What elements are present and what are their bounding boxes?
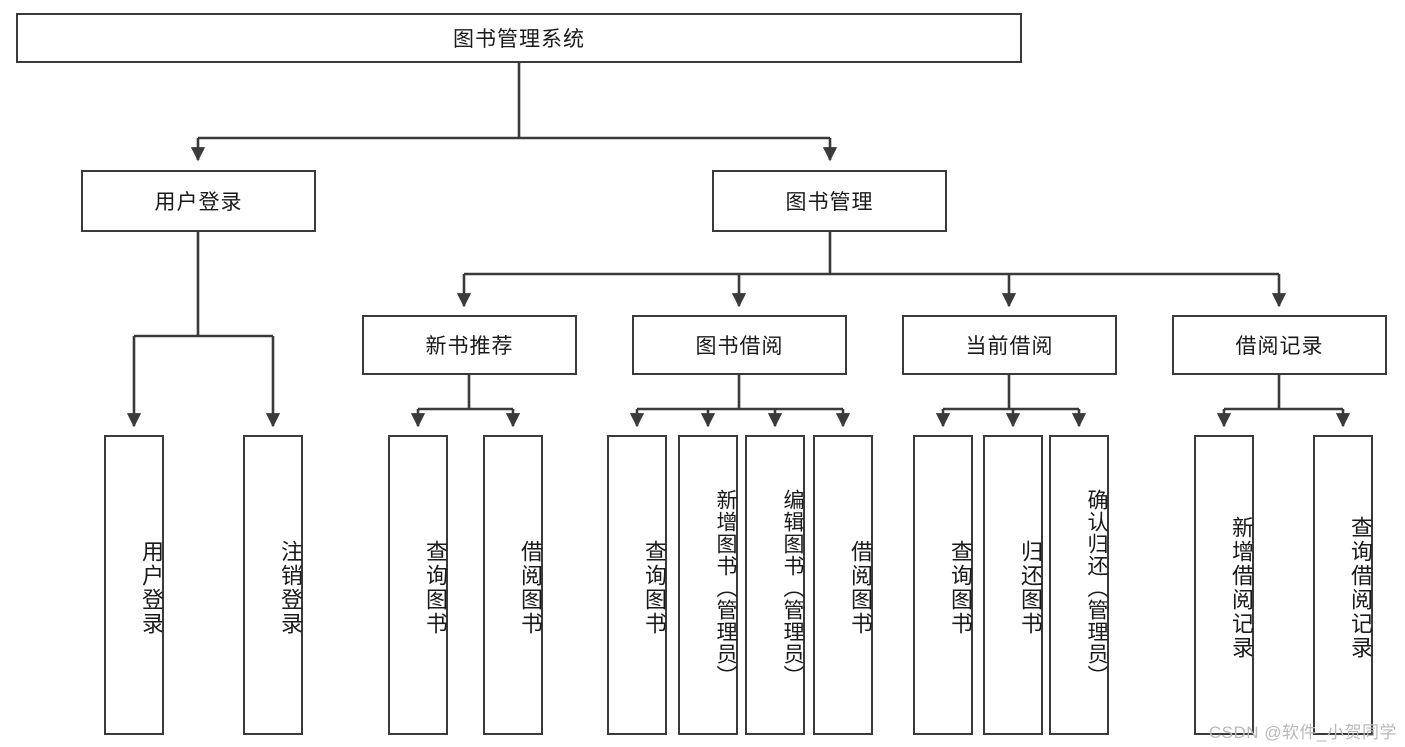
- node-leaf-confirm-return[interactable]: 确认归还（管理员）: [1049, 435, 1109, 735]
- node-leaf-add-record[interactable]: 新增借阅记录: [1194, 435, 1254, 735]
- node-leaf-edit-book[interactable]: 编辑图书（管理员）: [745, 435, 805, 735]
- node-leaf-add-book-label: 新增图书（管理员）: [714, 489, 737, 687]
- node-leaf-add-book[interactable]: 新增图书（管理员）: [678, 435, 738, 735]
- node-borrow-record-label: 借阅记录: [1235, 335, 1324, 358]
- node-leaf-user-login-label: 用户登录: [139, 540, 164, 636]
- node-leaf-query-book-3-label: 查询图书: [948, 540, 973, 636]
- node-leaf-query-record[interactable]: 查询借阅记录: [1313, 435, 1373, 735]
- node-leaf-query-book-3[interactable]: 查询图书: [913, 435, 973, 735]
- node-user-login[interactable]: 用户登录: [81, 170, 316, 232]
- node-leaf-query-book-1-label: 查询图书: [423, 540, 448, 636]
- node-root-label: 图书管理系统: [453, 28, 585, 51]
- node-new-book-rec-label: 新书推荐: [425, 335, 514, 358]
- node-leaf-query-book-1[interactable]: 查询图书: [388, 435, 448, 735]
- node-leaf-borrow-book-2[interactable]: 借阅图书: [813, 435, 873, 735]
- node-book-borrow[interactable]: 图书借阅: [632, 315, 847, 375]
- node-leaf-return-book[interactable]: 归还图书: [983, 435, 1043, 735]
- node-book-borrow-label: 图书借阅: [695, 335, 784, 358]
- node-leaf-borrow-book-2-label: 借阅图书: [848, 540, 873, 636]
- node-book-manage-label: 图书管理: [785, 191, 874, 214]
- node-user-login-label: 用户登录: [154, 191, 243, 214]
- node-leaf-query-book-2[interactable]: 查询图书: [607, 435, 667, 735]
- node-leaf-logout-label: 注销登录: [278, 540, 303, 636]
- node-leaf-edit-book-label: 编辑图书（管理员）: [781, 489, 804, 687]
- node-current-borrow-label: 当前借阅: [965, 335, 1054, 358]
- node-leaf-query-record-label: 查询借阅记录: [1348, 516, 1373, 660]
- node-root[interactable]: 图书管理系统: [16, 13, 1022, 63]
- node-book-manage[interactable]: 图书管理: [712, 170, 947, 232]
- node-leaf-query-book-2-label: 查询图书: [642, 540, 667, 636]
- node-leaf-return-book-label: 归还图书: [1018, 540, 1043, 636]
- node-current-borrow[interactable]: 当前借阅: [902, 315, 1117, 375]
- node-leaf-borrow-book-1[interactable]: 借阅图书: [483, 435, 543, 735]
- node-leaf-logout[interactable]: 注销登录: [243, 435, 303, 735]
- node-new-book-rec[interactable]: 新书推荐: [362, 315, 577, 375]
- node-leaf-borrow-book-1-label: 借阅图书: [518, 540, 543, 636]
- node-leaf-user-login[interactable]: 用户登录: [104, 435, 164, 735]
- node-leaf-confirm-return-label: 确认归还（管理员）: [1085, 489, 1108, 687]
- node-borrow-record[interactable]: 借阅记录: [1172, 315, 1387, 375]
- node-leaf-add-record-label: 新增借阅记录: [1229, 516, 1254, 660]
